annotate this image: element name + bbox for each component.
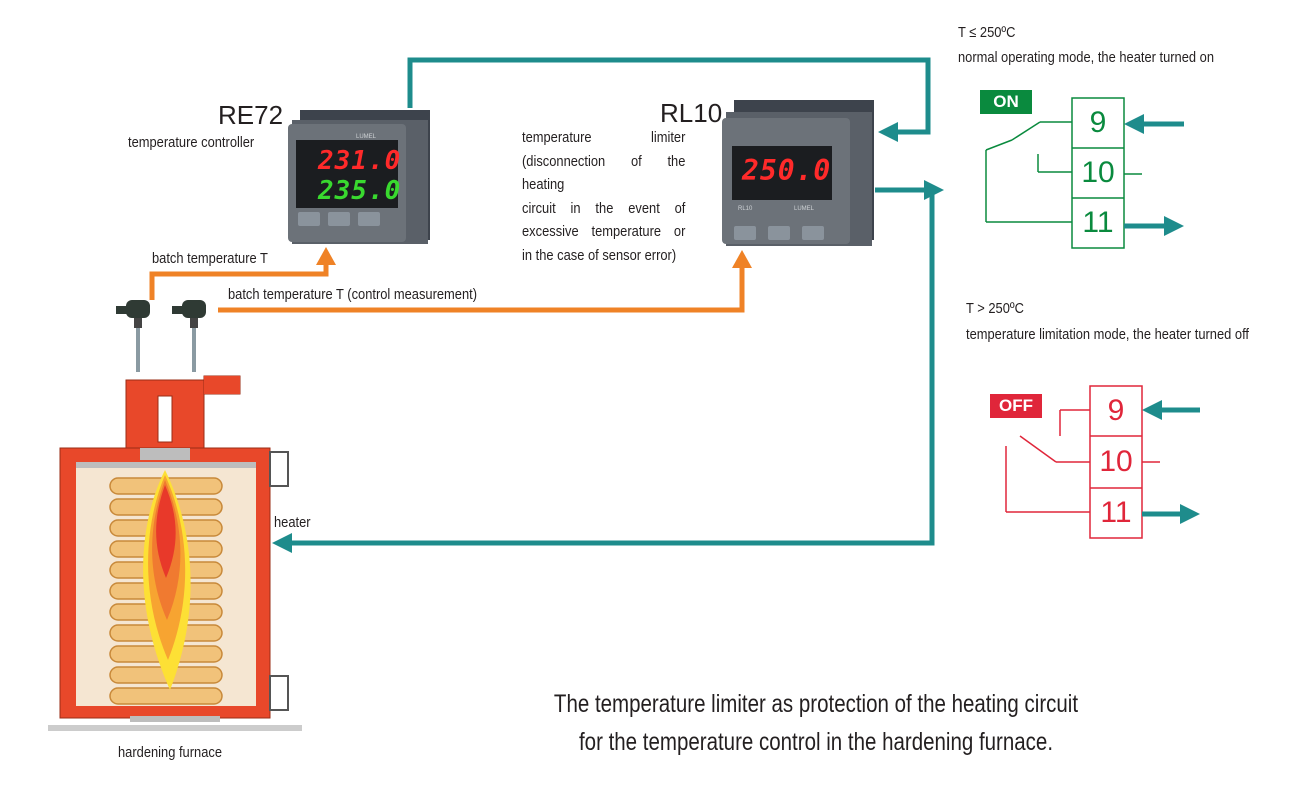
re72-brand: LUMEL xyxy=(356,134,377,140)
caption-line-1: The temperature limiter as protection of… xyxy=(553,690,1079,718)
re72-display-top: 231.0 xyxy=(318,146,402,176)
relay-on-arrows xyxy=(1124,114,1184,236)
rl10-desc-line: temperature limiter xyxy=(522,129,686,146)
sensor-1 xyxy=(116,300,150,372)
re72-subtitle: temperature controller xyxy=(128,134,255,151)
rl10-model-tag: RL10 xyxy=(738,206,753,212)
relay-off-badge: OFF xyxy=(990,394,1042,418)
rl10-desc-line: circuit in the event of xyxy=(522,199,686,217)
rl10-display: 250.0 xyxy=(742,154,832,187)
relay-on-mode: normal operating mode, the heater turned… xyxy=(958,49,1215,66)
teal-loop-heater xyxy=(292,187,935,546)
relay-on-terminal-11: 11 xyxy=(1082,206,1114,239)
furnace xyxy=(48,375,302,731)
re72-device xyxy=(288,110,430,244)
caption-line-2: for the temperature control in the harde… xyxy=(578,728,1054,756)
furnace-label: hardening furnace xyxy=(118,744,223,761)
rl10-description: temperature limiter (disconnection of th… xyxy=(522,126,685,267)
relay-off-terminal-11: 11 xyxy=(1100,496,1132,529)
rl10-device xyxy=(722,100,874,246)
re72-title: RE72 xyxy=(218,100,284,130)
relay-off-arrows xyxy=(1142,400,1200,524)
batch-temp-control-label: batch temperature T (control measurement… xyxy=(228,286,478,303)
teal-arrowhead-heater xyxy=(272,533,292,553)
teal-arrowhead-right xyxy=(924,180,944,200)
orange-arrowhead-re72 xyxy=(316,247,336,265)
relay-off-wiring xyxy=(1005,385,1160,539)
relay-on-wiring xyxy=(985,97,1142,249)
rl10-desc-line: in the case of sensor error) xyxy=(522,246,677,264)
batch-temp-label: batch temperature T xyxy=(152,250,268,267)
relay-on-badge: ON xyxy=(980,90,1032,114)
relay-on-terminal-9: 9 xyxy=(1089,106,1107,139)
relay-off-terminal-10: 10 xyxy=(1099,445,1133,478)
orange-arrowhead-rl10 xyxy=(732,250,752,268)
relay-on-condition: T ≤ 250ºC xyxy=(958,24,1016,41)
teal-arrowhead-rl10-in xyxy=(878,122,898,142)
relay-off-terminal-9: 9 xyxy=(1107,394,1125,427)
rl10-title: RL10 xyxy=(660,98,723,128)
teal-loop-top xyxy=(407,57,931,135)
heater-coil xyxy=(109,687,223,705)
rl10-desc-line: (disconnection of the heating xyxy=(522,152,686,194)
sensor-2 xyxy=(172,300,206,372)
orange-signal-lines xyxy=(149,262,745,313)
re72-display-bottom: 235.0 xyxy=(318,176,402,206)
relay-on-terminal-10: 10 xyxy=(1081,156,1115,189)
heater-label: heater xyxy=(274,514,311,531)
relay-off-condition: T > 250ºC xyxy=(966,300,1024,317)
rl10-brand: LUMEL xyxy=(794,206,815,212)
rl10-desc-line: excessive temperature or xyxy=(522,223,686,240)
relay-off-mode: temperature limitation mode, the heater … xyxy=(966,326,1250,343)
